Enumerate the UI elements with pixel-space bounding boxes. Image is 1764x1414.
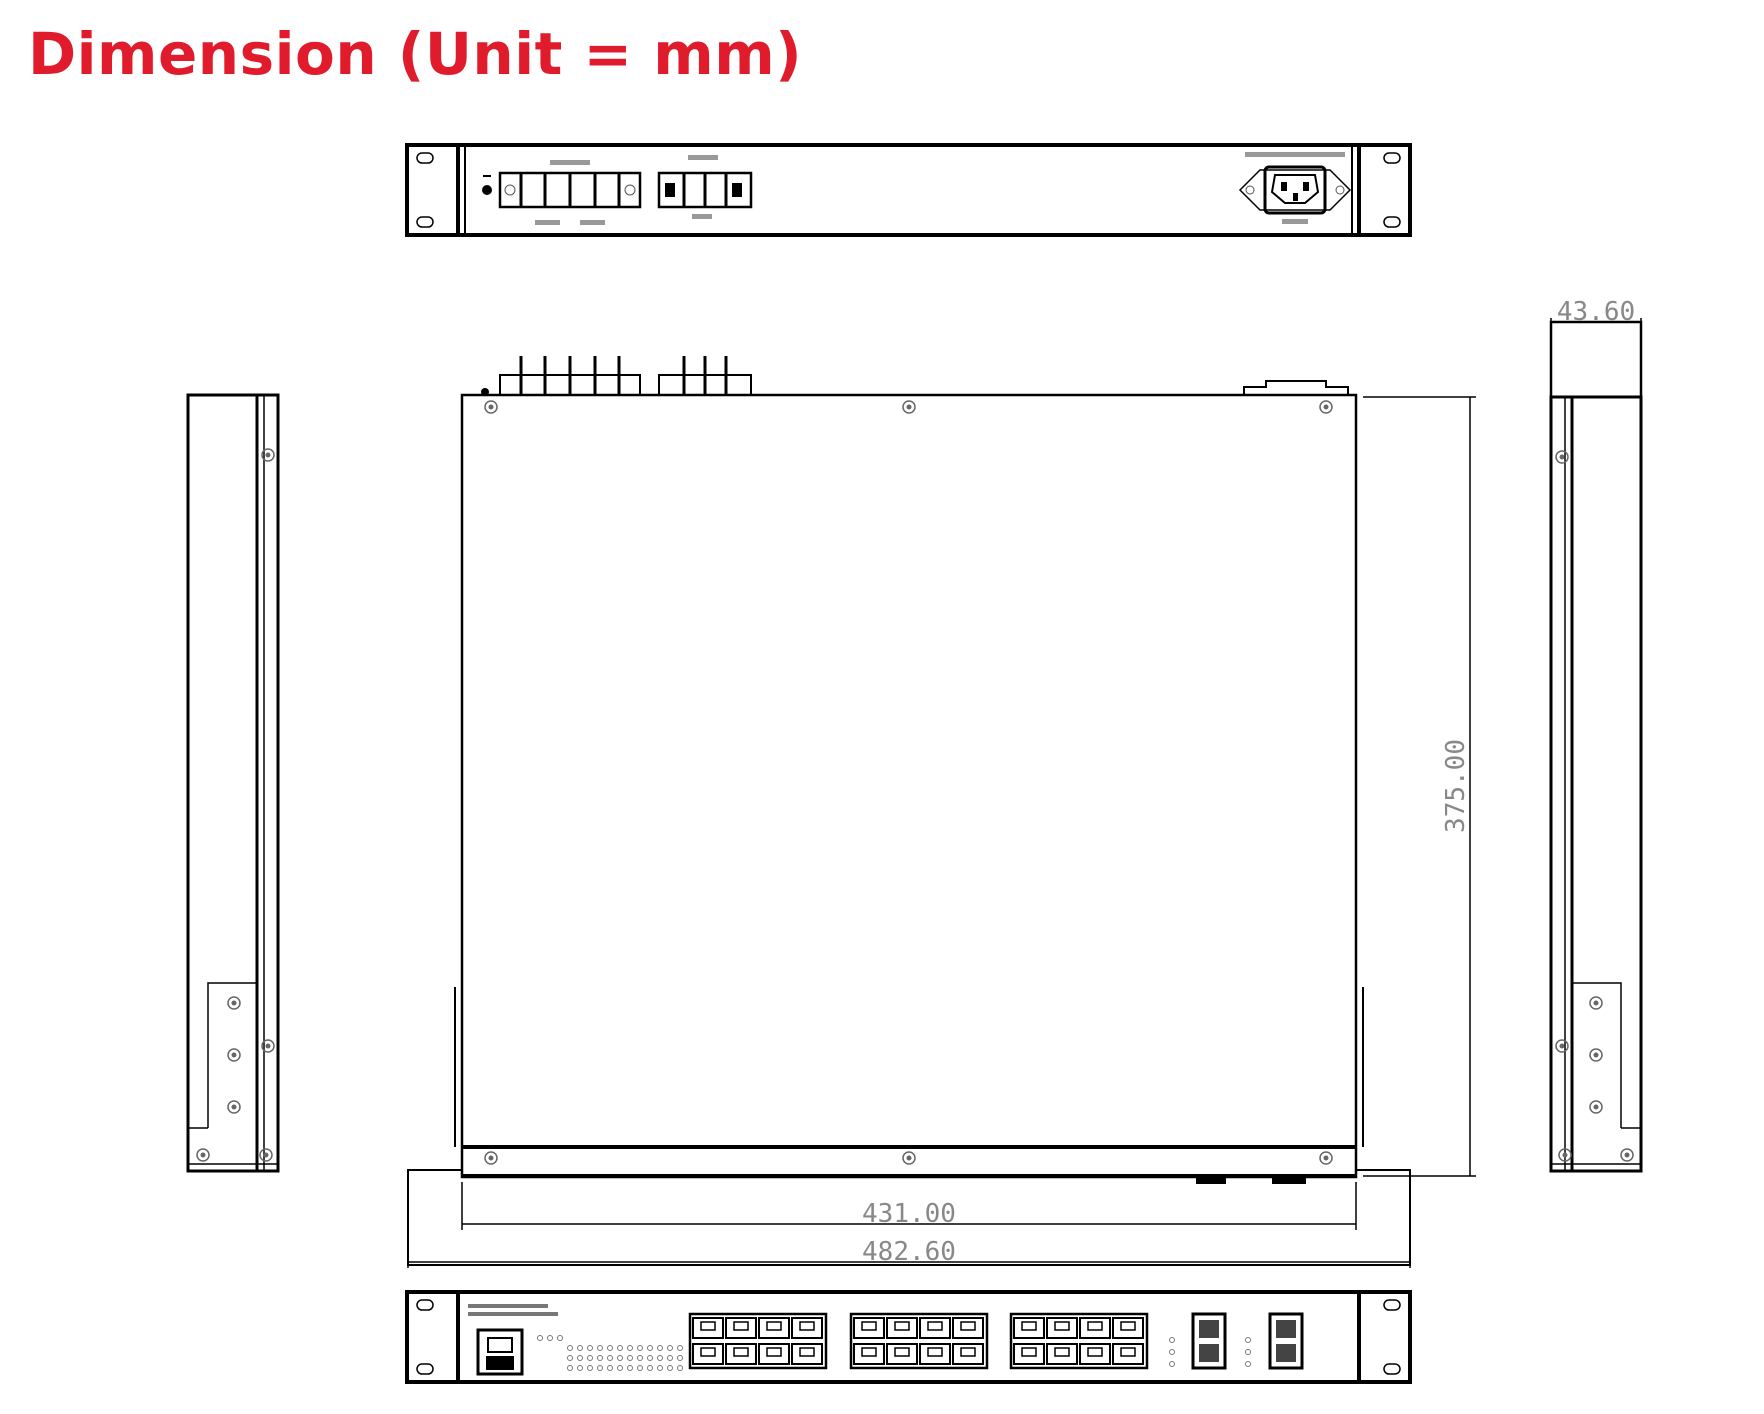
page-title: Dimension (Unit = mm)	[28, 20, 803, 88]
dimension-body-width-label: 431.00	[862, 1199, 956, 1229]
dimension-depth-label: 375.00	[1441, 739, 1471, 833]
right-side-view	[1549, 320, 1643, 1173]
rear-view	[405, 143, 1412, 237]
dimension-height-label: 43.60	[1557, 297, 1635, 327]
top-view	[407, 356, 1411, 1266]
left-side-view	[186, 393, 280, 1173]
front-view	[405, 1290, 1412, 1384]
dimension-lines	[407, 318, 1642, 1268]
dimension-overall-width-label: 482.60	[862, 1237, 956, 1267]
